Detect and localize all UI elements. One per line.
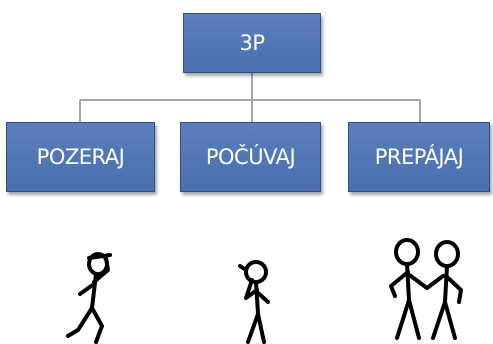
- child-node-label: POČÚVAJ: [205, 145, 296, 169]
- child-node-listen: POČÚVAJ: [180, 122, 321, 192]
- child-node-label: POZERAJ: [36, 145, 125, 169]
- child-node-connect: PREPÁJAJ: [348, 122, 490, 192]
- root-node: 3P: [183, 13, 321, 73]
- child-node-label: PREPÁJAJ: [374, 145, 464, 169]
- connecting-figures-icon: [389, 238, 463, 340]
- listening-figure-icon: [238, 260, 270, 344]
- child-node-watch: POZERAJ: [6, 122, 155, 192]
- root-node-label: 3P: [239, 31, 265, 55]
- watching-figure-icon: [66, 252, 112, 344]
